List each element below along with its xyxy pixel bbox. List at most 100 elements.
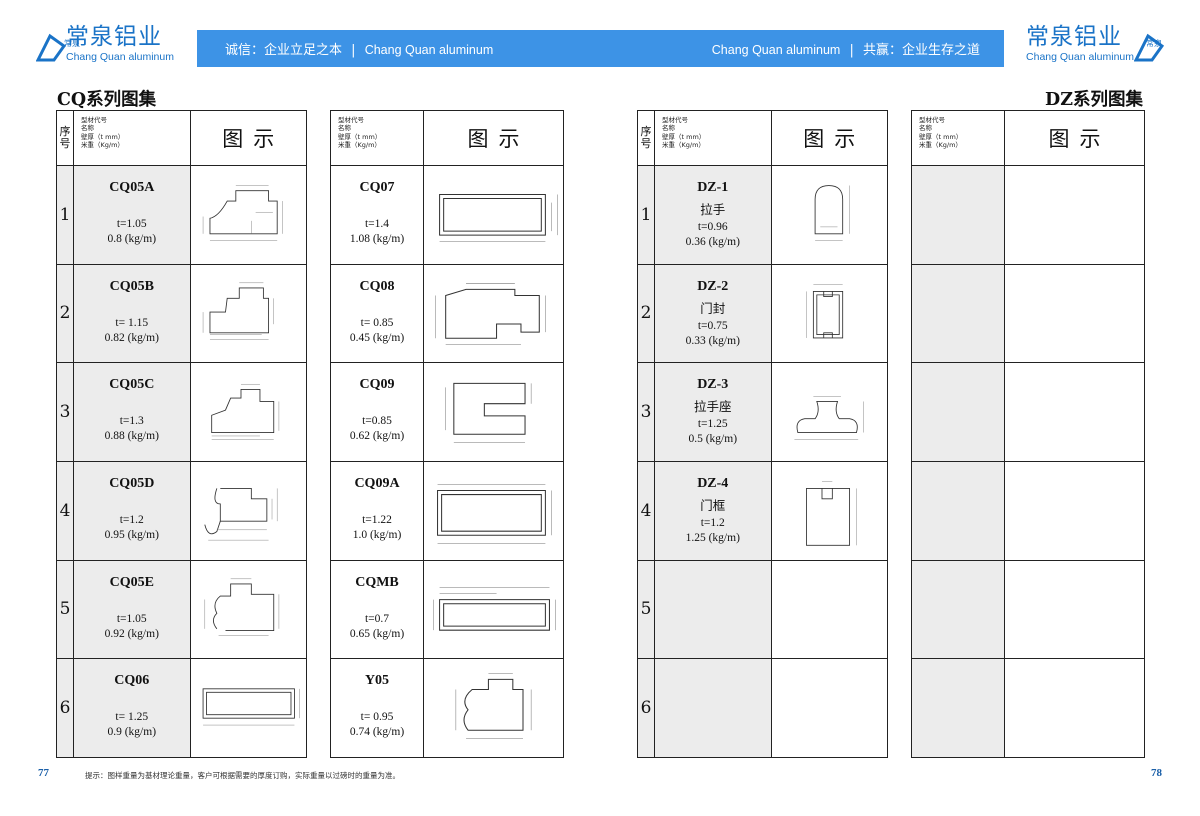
profile-thickness: t=0.7 — [364, 612, 390, 625]
header-info-line: 米重（Kg/m） — [338, 140, 381, 149]
header-figure-label: 图示 — [770, 111, 888, 165]
banner-right-slogan: 共赢：企业生存之道 — [862, 43, 980, 58]
header-figure-label: 图示 — [423, 111, 563, 165]
row-number: 1 — [638, 166, 654, 264]
table-header-row: 序号型材代号名称壁厚（t mm）米重（Kg/m）图示 — [57, 111, 306, 165]
row-number: 5 — [57, 560, 73, 659]
profile-code: DZ-2 — [697, 278, 729, 294]
profile-thickness: t= 0.95 — [360, 711, 394, 724]
banner-right-english: Chang Quan aluminum — [711, 43, 841, 57]
profile-thickness: t=1.05 — [116, 612, 147, 625]
header-info-label: 型材代号名称壁厚（t mm）米重（Kg/m） — [73, 111, 190, 165]
table-row — [912, 263, 1144, 363]
table-row: 5 — [638, 559, 888, 659]
profile-figure — [1004, 363, 1144, 461]
profile-code: CQ05B — [109, 278, 154, 294]
header-figure-label: 图示 — [189, 111, 307, 165]
header-info-line: 壁厚（t mm） — [81, 132, 125, 141]
profile-figure — [423, 166, 563, 264]
profile-weight: 0.74 (kg/m) — [349, 726, 405, 739]
profile-drawing — [191, 265, 307, 363]
profile-code: Y05 — [364, 673, 390, 689]
logo-company-english: Chang Quan aluminum — [66, 51, 174, 63]
header-no-label: 序号 — [638, 111, 654, 165]
profile-drawing — [191, 462, 307, 560]
profile-thickness: t=1.4 — [364, 218, 390, 230]
profile-thickness: t= 0.85 — [360, 316, 394, 329]
header-info-line: 型材代号 — [81, 116, 107, 124]
profile-thickness: t=1.2 — [119, 513, 144, 526]
logo-mark-icon — [1134, 24, 1164, 64]
profile-thickness: t=1.22 — [362, 513, 392, 526]
profile-drawing — [424, 462, 563, 560]
header-info-label: 型材代号名称壁厚（t mm）米重（Kg/m） — [912, 111, 1004, 165]
row-number: 6 — [57, 659, 73, 757]
profile-name: 门封 — [700, 300, 726, 316]
header-info-line: 壁厚（t mm） — [662, 132, 706, 141]
profile-drawing — [191, 363, 307, 461]
banner-right: Chang Quan aluminum | 共赢：企业生存之道 — [711, 43, 980, 58]
profile-figure — [1004, 659, 1144, 757]
table-row — [912, 165, 1144, 264]
header-info-line: 名称 — [662, 124, 675, 133]
company-logo-left: 常泉铝业 Chang Quan aluminum 常泉 — [36, 24, 174, 64]
row-number: 6 — [638, 659, 654, 757]
profile-code: CQ09 — [359, 377, 395, 393]
profile-drawing — [772, 166, 888, 264]
profile-info — [912, 560, 1004, 659]
profile-drawing — [772, 462, 888, 560]
profile-figure — [189, 166, 307, 264]
profile-code: CQ08 — [359, 278, 395, 294]
profile-thickness: t=0.96 — [697, 221, 728, 233]
table-row — [912, 559, 1144, 659]
row-number: 4 — [638, 461, 654, 560]
header-info-line: 型材代号 — [919, 116, 945, 124]
profile-weight: 0.33 (kg/m) — [685, 334, 740, 347]
profile-weight: 0.9 (kg/m) — [107, 726, 157, 739]
header-info-line: 名称 — [81, 124, 94, 133]
header-info-line: 米重（Kg/m） — [81, 140, 124, 149]
profile-thickness: t=0.85 — [362, 415, 392, 428]
profile-name: 门框 — [700, 497, 726, 513]
dz-table-2: 型材代号名称壁厚（t mm）米重（Kg/m）图示 — [911, 110, 1145, 758]
profile-info — [654, 659, 771, 757]
profile-code: CQ05A — [109, 180, 155, 195]
profile-figure — [770, 659, 888, 757]
table-row — [912, 362, 1144, 461]
table-header-row: 序号型材代号名称壁厚（t mm）米重（Kg/m）图示 — [638, 111, 887, 165]
profile-drawing — [424, 659, 563, 757]
dz-series-title: DZ系列图集 — [1045, 90, 1143, 110]
profile-figure — [189, 560, 307, 659]
banner-left-english: Chang Quan aluminum — [364, 43, 494, 57]
profile-figure — [770, 264, 888, 363]
logo-mark-icon — [36, 24, 66, 64]
logo-mark-text: 常泉 — [1146, 39, 1162, 48]
header-info-label: 型材代号名称壁厚（t mm）米重（Kg/m） — [331, 111, 423, 165]
profile-figure — [770, 363, 888, 461]
profile-figure — [189, 264, 307, 363]
profile-drawing — [191, 659, 307, 757]
profile-info — [654, 560, 771, 659]
profile-code: CQ06 — [114, 673, 150, 689]
profile-info: Y05 t= 0.95 0.74 (kg/m) — [331, 659, 423, 757]
profile-weight: 0.45 (kg/m) — [349, 331, 405, 344]
profile-thickness: t=1.25 — [697, 418, 728, 431]
profile-figure — [770, 560, 888, 659]
profile-figure — [189, 659, 307, 757]
profile-figure — [1004, 264, 1144, 363]
profile-figure — [189, 461, 307, 560]
header-info-label: 型材代号名称壁厚（t mm）米重（Kg/m） — [654, 111, 771, 165]
profile-info — [912, 461, 1004, 560]
profile-drawing — [191, 561, 307, 659]
header-info-line: 型材代号 — [662, 116, 688, 124]
